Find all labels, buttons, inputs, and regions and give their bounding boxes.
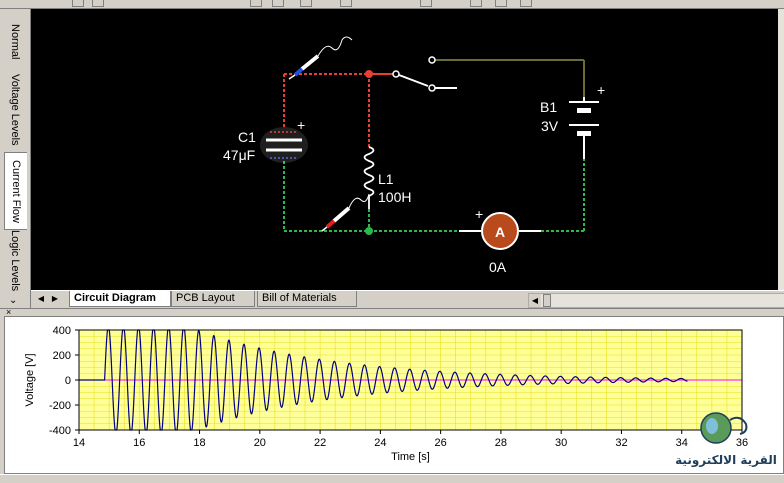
battery-polarity-label: +	[597, 82, 605, 98]
y-tick-label: 0	[65, 375, 71, 387]
close-icon[interactable]: ×	[6, 307, 12, 317]
canvas-horizontal-scrollbar[interactable]: ◀ ▶	[528, 293, 784, 308]
sheet-tab-bar: ◀ ▶ Circuit Diagram PCB Layout Bill of M…	[31, 290, 784, 308]
junction-top	[365, 70, 373, 78]
ammeter[interactable]: A + 0A	[459, 206, 541, 275]
inductor-l1[interactable]: L1 100H	[363, 146, 412, 209]
y-axis-label: Voltage [V]	[24, 353, 36, 406]
toolbar-button[interactable]	[340, 0, 352, 7]
x-tick-label: 28	[495, 437, 507, 449]
capacitor-polarity-label: +	[297, 117, 305, 133]
y-tick-label: -400	[49, 425, 71, 437]
toolbar-button[interactable]	[470, 0, 482, 7]
voltage-trace	[79, 329, 688, 431]
toolbar-button[interactable]	[495, 0, 507, 7]
capacitor-value-label: 47μF	[223, 147, 255, 163]
wire-olive	[435, 59, 585, 97]
wire-green	[283, 159, 585, 232]
x-tick-label: 14	[73, 437, 85, 449]
watermark-text: القرية الالكترونية	[675, 453, 777, 467]
capacitor-c1[interactable]: + C1 47μF	[223, 117, 308, 163]
chevron-down-icon[interactable]: ⌄	[9, 295, 18, 306]
battery-b1[interactable]: + B1 3V	[540, 82, 605, 159]
toolbar-button[interactable]	[250, 0, 262, 7]
x-tick-label: 32	[615, 437, 627, 449]
panel-splitter[interactable]: ×	[0, 307, 784, 317]
x-tick-label: 36	[736, 437, 748, 449]
toolbar-button[interactable]	[92, 0, 104, 7]
view-mode-tabs: Normal Voltage Levels Current Flow Logic…	[0, 9, 31, 309]
inductor-value-label: 100H	[378, 189, 411, 205]
voltage-probe-top[interactable]	[288, 36, 353, 80]
tab-current-flow[interactable]: Current Flow	[4, 152, 27, 230]
battery-name-label: B1	[540, 99, 557, 115]
sheet-nav-next-icon[interactable]: ▶	[51, 294, 59, 303]
switch[interactable]	[392, 56, 436, 92]
globe-logo-icon	[700, 412, 748, 444]
y-tick-label: -200	[49, 400, 71, 412]
toolbar-button[interactable]	[420, 0, 432, 7]
toolbar-button[interactable]	[520, 0, 532, 7]
x-tick-label: 16	[133, 437, 145, 449]
ammeter-polarity-label: +	[475, 206, 483, 222]
battery-value-label: 3V	[541, 118, 559, 134]
y-tick-label: 400	[53, 325, 71, 337]
graph-panel[interactable]: 14 16 18 20 22 24 26 28 30 32 34 36 400 200 0 -200 -400…	[4, 316, 784, 474]
circuit-canvas[interactable]: + C1 47μF L1 100H + B1 3V A +	[31, 9, 778, 290]
x-tick-label: 26	[435, 437, 447, 449]
tab-circuit-diagram[interactable]: Circuit Diagram	[69, 291, 171, 307]
tab-logic-levels[interactable]: Logic Levels	[9, 230, 21, 292]
tab-normal[interactable]: Normal	[9, 24, 21, 60]
scroll-thumb[interactable]	[543, 294, 551, 307]
x-tick-label: 18	[193, 437, 205, 449]
voltage-probe-bottom[interactable]	[321, 193, 370, 232]
tab-bill-of-materials[interactable]: Bill of Materials	[257, 291, 357, 307]
x-tick-label: 30	[555, 437, 567, 449]
x-tick-label: 24	[374, 437, 386, 449]
status-bar	[0, 474, 784, 483]
x-tick-label: 34	[676, 437, 688, 449]
junction-bottom	[365, 227, 373, 235]
toolbar-button[interactable]	[72, 0, 84, 7]
scroll-left-icon[interactable]: ◀	[529, 294, 541, 307]
circuit-diagram: + C1 47μF L1 100H + B1 3V A +	[223, 36, 605, 275]
toolbar	[0, 0, 784, 9]
capacitor-name-label: C1	[238, 129, 256, 145]
toolbar-button[interactable]	[272, 0, 284, 7]
inductor-name-label: L1	[378, 171, 394, 187]
tab-voltage-levels[interactable]: Voltage Levels	[9, 74, 21, 146]
tab-pcb-layout[interactable]: PCB Layout	[171, 291, 255, 307]
voltage-graph: 14 16 18 20 22 24 26 28 30 32 34 36 400 200 0 -200 -400…	[24, 325, 748, 463]
y-tick-label: 200	[53, 350, 71, 362]
sheet-nav-prev-icon[interactable]: ◀	[37, 294, 45, 303]
watermark: القرية الالكترونية	[668, 406, 784, 474]
x-axis-label: Time [s]	[391, 451, 430, 463]
ammeter-reading: 0A	[489, 259, 507, 275]
ammeter-symbol: A	[495, 224, 505, 240]
x-tick-label: 20	[254, 437, 266, 449]
canvas-vertical-scrollbar[interactable]	[778, 9, 784, 290]
x-tick-label: 22	[314, 437, 326, 449]
toolbar-button[interactable]	[300, 0, 312, 7]
